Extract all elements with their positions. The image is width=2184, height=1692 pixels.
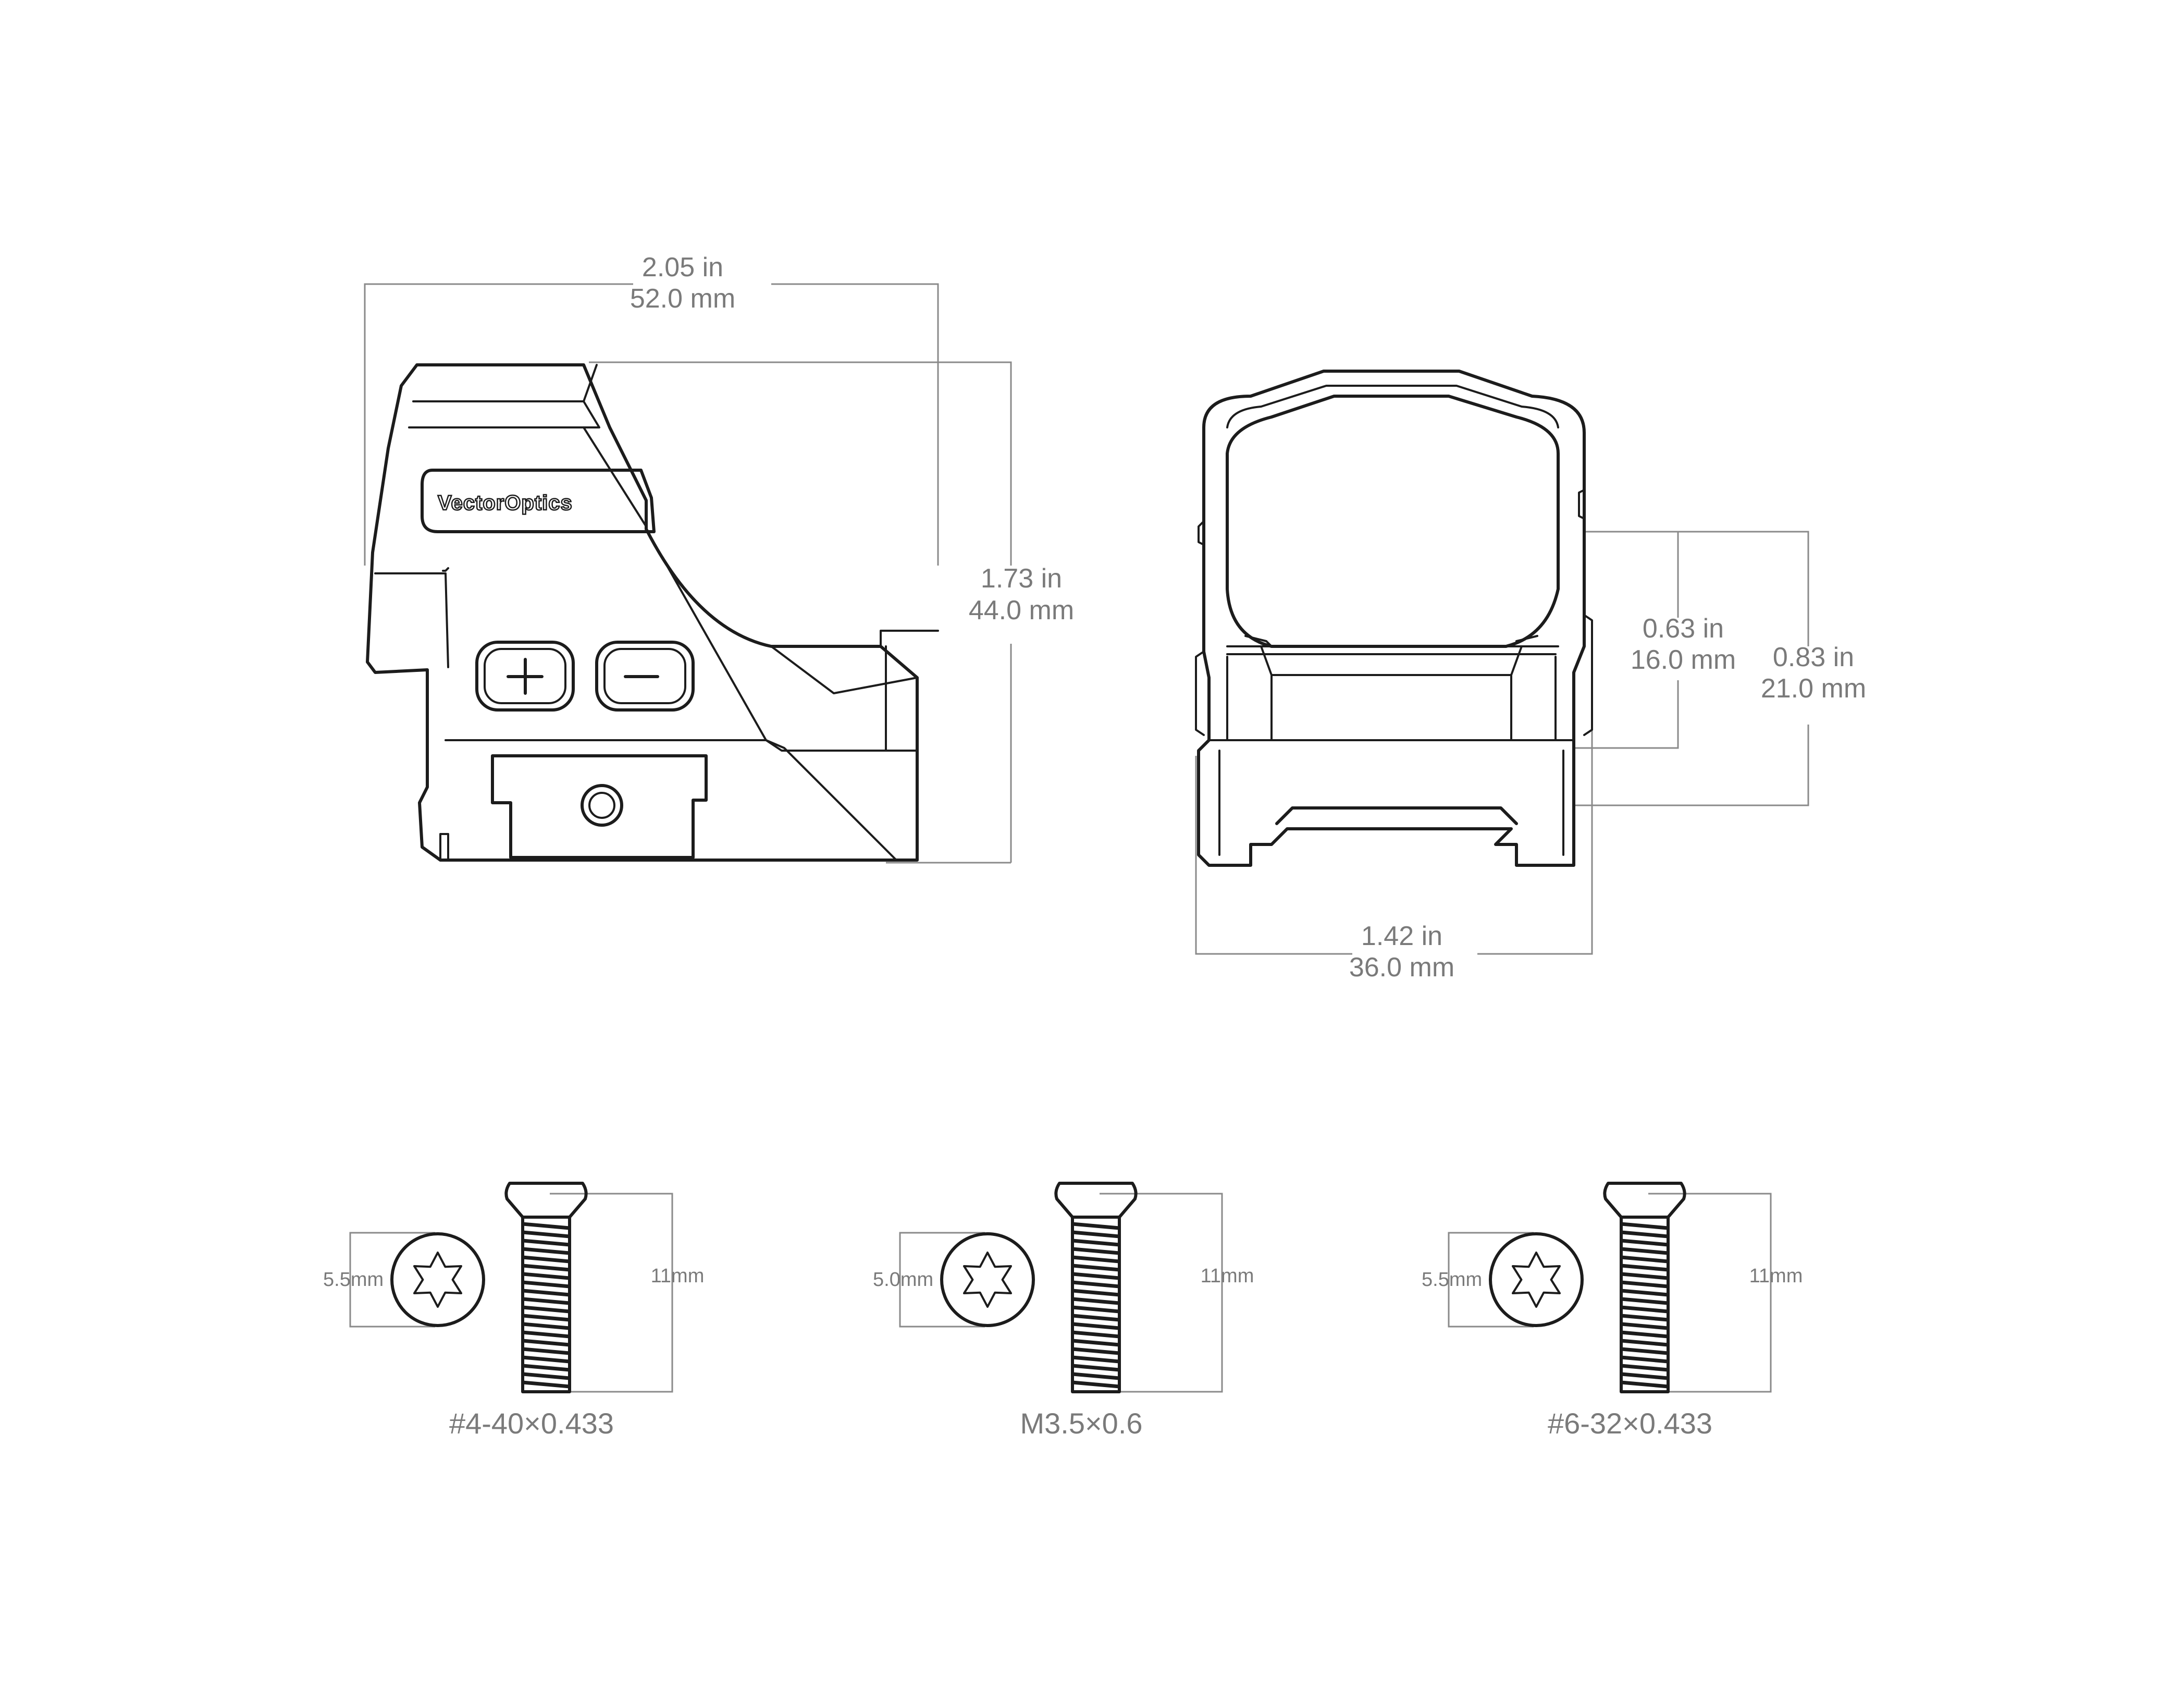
screw-head-profile bbox=[504, 1182, 588, 1219]
screw-3: 5.5mm 11mm #6-32×0.433 bbox=[1422, 1182, 1803, 1440]
screw-head-size-label: 5.5mm bbox=[1422, 1269, 1482, 1291]
sight-side-body: VectorOptics bbox=[366, 363, 939, 862]
screw-spec-label: #4-40×0.433 bbox=[449, 1407, 614, 1440]
plus-button[interactable] bbox=[475, 641, 575, 712]
window-height-in-label: 0.63 in bbox=[1643, 614, 1724, 644]
plus-icon bbox=[507, 658, 544, 695]
height-dimension: 1.73 in 44.0 mm bbox=[589, 361, 1074, 864]
optical-height-dimension: 0.83 in 21.0 mm bbox=[1490, 531, 1866, 806]
optical-height-in-label: 0.83 in bbox=[1773, 642, 1854, 672]
base-width-mm-label: 36.0 mm bbox=[1349, 952, 1454, 983]
logo: VectorOptics bbox=[438, 492, 573, 514]
screw-head-profile bbox=[1603, 1182, 1686, 1219]
screw-spec-label: M3.5×0.6 bbox=[1020, 1407, 1142, 1440]
minus-button[interactable] bbox=[595, 641, 695, 712]
side-view: 2.05 in 52.0 mm 1.73 in 44.0 mm VectorOp… bbox=[364, 252, 1074, 864]
screw-head-face bbox=[390, 1232, 485, 1327]
torx-icon bbox=[963, 1252, 1012, 1308]
optical-height-mm-label: 21.0 mm bbox=[1761, 673, 1866, 704]
screw-shank bbox=[521, 1216, 571, 1393]
screw-shank bbox=[1071, 1216, 1121, 1393]
screw-length-label: 11mm bbox=[1749, 1265, 1803, 1287]
screw-spec-label: #6-32×0.433 bbox=[1548, 1407, 1712, 1440]
height-mm-label: 44.0 mm bbox=[969, 595, 1074, 626]
screw-thread bbox=[1072, 1222, 1120, 1389]
height-in-label: 1.73 in bbox=[981, 563, 1062, 594]
screw-shank bbox=[1620, 1216, 1670, 1393]
logo-plate bbox=[421, 469, 656, 533]
screw-thread bbox=[522, 1222, 570, 1389]
screw-length-label: 11mm bbox=[1201, 1265, 1254, 1287]
screw-head-size-label: 5.0mm bbox=[873, 1269, 933, 1291]
window-height-mm-label: 16.0 mm bbox=[1631, 645, 1736, 675]
width-dimension: 2.05 in 52.0 mm bbox=[364, 252, 939, 566]
sight-front-body bbox=[1195, 370, 1593, 867]
screw-head-size-label: 5.5mm bbox=[323, 1269, 384, 1291]
screw-thread bbox=[1621, 1222, 1669, 1389]
screw-head-face bbox=[1489, 1232, 1584, 1327]
width-mm-label: 52.0 mm bbox=[630, 284, 735, 314]
width-in-label: 2.05 in bbox=[642, 252, 723, 283]
base-width-in-label: 1.42 in bbox=[1361, 921, 1442, 951]
screw-length-label: 11mm bbox=[651, 1265, 705, 1287]
torx-icon bbox=[413, 1252, 462, 1308]
front-view: 1.42 in 36.0 mm 0.63 in 16.0 mm 0.83 in … bbox=[1195, 370, 1866, 983]
screw-head-profile bbox=[1054, 1182, 1138, 1219]
base-width-dimension: 1.42 in 36.0 mm bbox=[1195, 626, 1593, 983]
screw-head-face bbox=[940, 1232, 1035, 1327]
screw-1: 5.5mm 11mm #4-40×0.433 bbox=[323, 1182, 705, 1440]
torx-icon bbox=[1512, 1252, 1561, 1308]
